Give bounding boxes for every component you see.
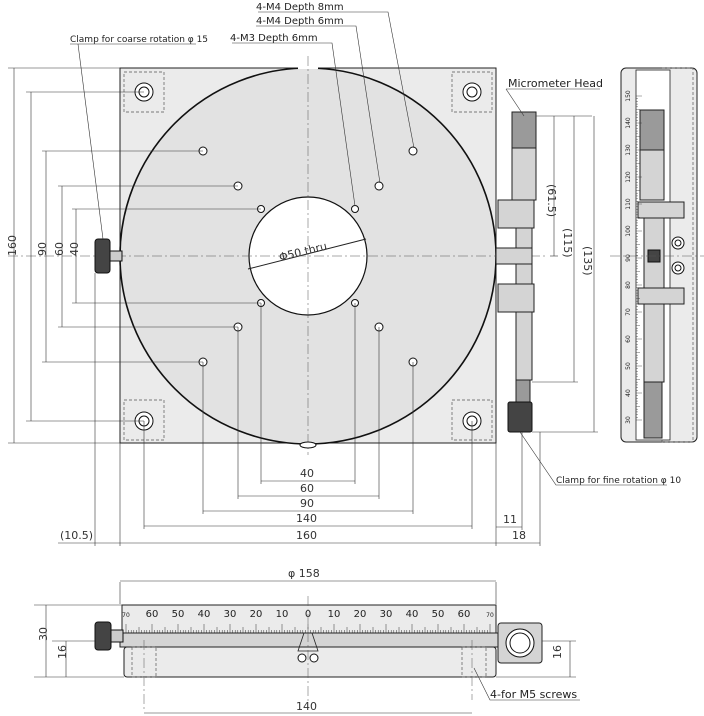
vertical-scale-labels: 150 140 130 120 110 100 90 80 70 60 50 40 30 — [625, 90, 642, 424]
rotary-scale-label: 20 — [354, 609, 367, 620]
vertical-scale-label: 40 — [625, 389, 632, 397]
m4-depth6-label: 4-M4 Depth 6mm — [256, 16, 344, 27]
rotary-scale-label: 10 — [328, 609, 341, 620]
dim-right-135: (135) — [581, 246, 594, 276]
micrometer-assembly — [495, 111, 537, 433]
coarse-clamp-knob — [94, 238, 123, 274]
dim-bottom-60: 60 — [300, 482, 314, 495]
right-dimensions: (61.5) (115) (135) — [532, 115, 598, 433]
vertical-scale-label: 150 — [625, 90, 632, 102]
front-base — [123, 646, 497, 678]
vertical-scale-label: 50 — [625, 362, 632, 370]
fine-clamp-label: Clamp for fine rotation φ 10 — [556, 476, 681, 486]
m3-depth6-label: 4-M3 Depth 6mm — [230, 33, 318, 44]
bore-diameter-line — [247, 238, 367, 270]
vertical-scale-label: 60 — [625, 335, 632, 343]
tapped-holes — [198, 146, 418, 367]
dim-left-60: 60 — [53, 242, 66, 256]
rotary-scale-label: 70 — [122, 612, 130, 619]
micrometer-label: Micrometer Head — [508, 77, 603, 90]
vertical-scale-label: 120 — [625, 171, 632, 183]
dim-side-11: 11 — [503, 513, 517, 526]
side-view: 150 140 130 120 110 100 90 80 70 60 50 40 30 — [610, 67, 704, 443]
dim-front-16-right: 16 — [551, 645, 564, 659]
coarse-clamp-label: Clamp for coarse rotation φ 15 — [70, 35, 208, 45]
m5-screws-label: 4-for M5 screws — [490, 688, 577, 701]
m4-depth8-label: 4-M4 Depth 8mm — [256, 2, 344, 13]
rotary-scale-label: 40 — [406, 609, 419, 620]
dim-bottom-40: 40 — [300, 467, 314, 480]
dim-offset-10-5: (10.5) — [60, 529, 93, 542]
rotary-scale-label: 30 — [380, 609, 393, 620]
pocket-tr — [451, 71, 493, 113]
dim-side-18: 18 — [512, 529, 526, 542]
rotary-scale-ring — [121, 604, 497, 634]
vertical-scale-label: 90 — [625, 254, 632, 262]
rotary-scale-label: 50 — [432, 609, 445, 620]
dim-left-160: 160 — [6, 235, 19, 256]
dim-front-16-left: 16 — [56, 645, 69, 659]
left-dimensions: 160 90 60 40 — [6, 67, 261, 444]
vertical-scale-label: 100 — [625, 225, 632, 237]
rotary-scale-label: 60 — [458, 609, 471, 620]
top-annotations: 4-M4 Depth 8mm 4-M4 Depth 6mm 4-M3 Depth… — [70, 2, 681, 486]
dim-bottom-140: 140 — [296, 512, 317, 525]
dim-diameter-158: φ 158 — [288, 567, 320, 580]
dim-left-40: 40 — [68, 242, 81, 256]
rotary-scale-label: 60 — [146, 609, 159, 620]
rotary-scale-label: 70 — [486, 612, 494, 619]
rotary-scale-label: 30 — [224, 609, 237, 620]
dim-right-61-5: (61.5) — [545, 184, 558, 217]
rotary-scale-label: 50 — [172, 609, 185, 620]
vertical-scale-label: 30 — [625, 416, 632, 424]
rotary-scale-label: 40 — [198, 609, 211, 620]
dim-right-115: (115) — [561, 228, 574, 258]
top-view: Φ50 thru — [8, 56, 548, 455]
dim-front-30: 30 — [37, 627, 50, 641]
vertical-scale-label: 110 — [625, 198, 632, 210]
rotary-scale-label: 10 — [276, 609, 289, 620]
vertical-scale-label: 70 — [625, 308, 632, 316]
dim-bottom-90: 90 — [300, 497, 314, 510]
vertical-scale-label: 80 — [625, 281, 632, 289]
dim-left-90: 90 — [36, 242, 49, 256]
dim-bottom-160: 160 — [296, 529, 317, 542]
vertical-scale-label: 140 — [625, 117, 632, 129]
dim-front-140: 140 — [296, 700, 317, 713]
bottom-dimensions: 40 60 90 140 160 (10.5) 11 18 — [58, 273, 541, 546]
vertical-scale-label: 130 — [625, 144, 632, 156]
rotary-scale-label: 20 — [250, 609, 263, 620]
